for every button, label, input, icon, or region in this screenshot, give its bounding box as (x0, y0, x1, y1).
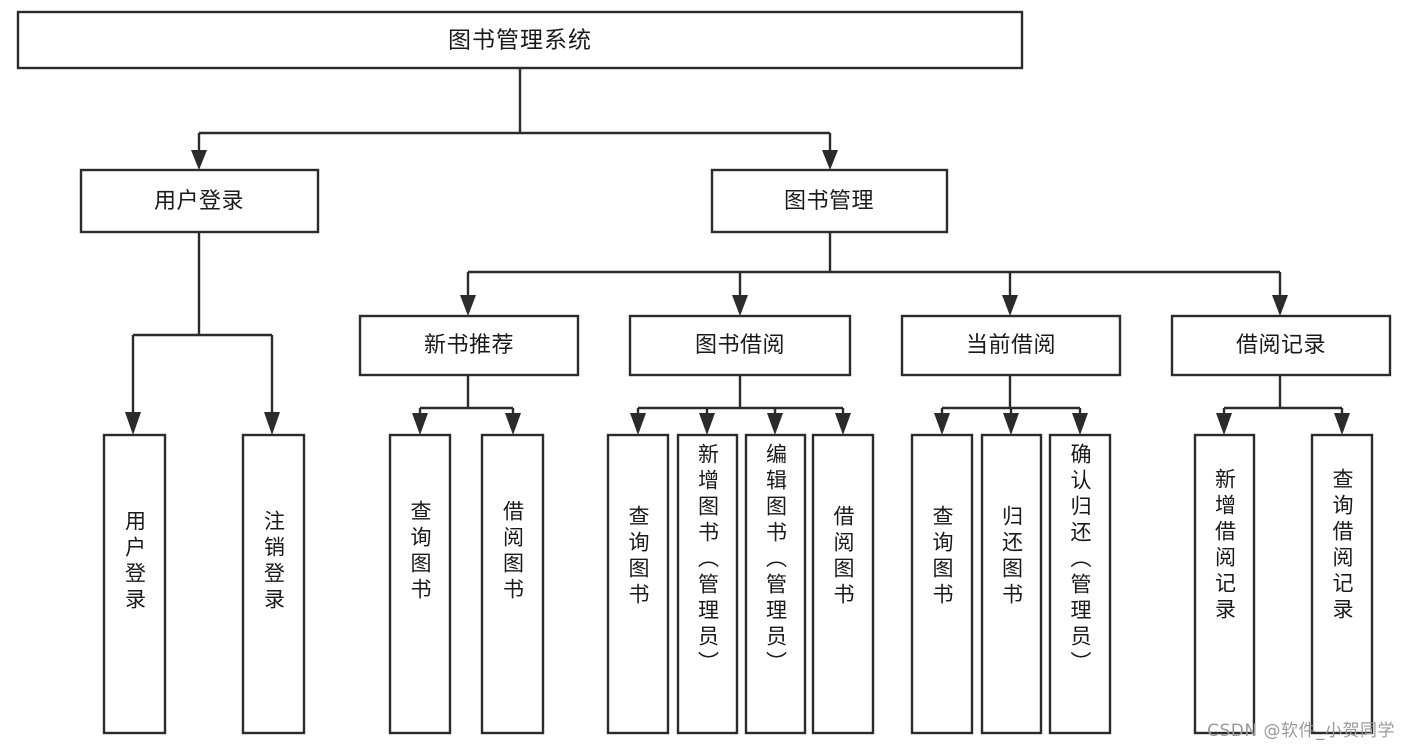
node-leaf-edit-book-box[interactable] (744, 433, 807, 735)
arrowhead-leaf-borrow-book-1 (505, 413, 521, 435)
node-book-manage-label: 图书管理 (784, 189, 874, 214)
node-leaf-return-book-box[interactable] (980, 433, 1043, 735)
arrowhead-book-borrow (732, 295, 748, 316)
node-book-manage[interactable]: 图书管理 (710, 168, 949, 234)
arrowhead-current-borrow (1002, 295, 1018, 316)
csdn-watermark: CSDN @软件_小贺同学 (1207, 721, 1395, 741)
node-leaf-borrow-book-2-box[interactable] (811, 433, 875, 735)
arrowhead-borrow-record (1272, 295, 1288, 316)
node-book-borrow[interactable]: 图书借阅 (628, 314, 852, 377)
arrowhead-leaf-confirm-return (1072, 413, 1088, 435)
node-user-login[interactable]: 用户登录 (79, 168, 320, 234)
node-leaf-query-book-2-box[interactable] (606, 433, 670, 735)
arrowhead-leaf-user-logout (264, 412, 280, 435)
node-root[interactable]: 图书管理系统 (16, 10, 1024, 70)
node-leaf-query-record-box[interactable] (1310, 433, 1374, 735)
node-new-book-recommend[interactable]: 新书推荐 (358, 314, 580, 377)
arrowhead-leaf-user-login (125, 412, 141, 435)
node-book-borrow-label: 图书借阅 (695, 333, 785, 358)
arrowhead-leaf-query-record (1334, 413, 1350, 435)
node-borrow-record[interactable]: 借阅记录 (1170, 314, 1392, 377)
arrowhead-new-book-recommend (460, 295, 476, 316)
arrowhead-leaf-add-record (1216, 413, 1232, 435)
node-leaf-query-book-1-box[interactable] (388, 433, 452, 735)
arrowhead-leaf-edit-book (767, 413, 783, 435)
node-current-borrow[interactable]: 当前借阅 (900, 314, 1122, 377)
node-root-label: 图书管理系统 (448, 28, 592, 54)
node-leaf-user-logout-box[interactable] (241, 433, 306, 735)
arrowhead-leaf-query-book-2 (630, 413, 646, 435)
arrowhead-leaf-add-book (699, 413, 715, 435)
node-user-login-label: 用户登录 (154, 189, 244, 214)
node-user-login-box[interactable] (79, 168, 320, 234)
leaf-box-group (102, 433, 1374, 735)
node-leaf-user-login-box[interactable] (102, 433, 167, 735)
node-borrow-record-label: 借阅记录 (1236, 333, 1326, 358)
node-new-book-recommend-label: 新书推荐 (424, 333, 514, 358)
node-current-borrow-box[interactable] (900, 314, 1122, 377)
arrowhead-user-login (191, 150, 207, 170)
node-leaf-add-record-box[interactable] (1193, 433, 1256, 735)
node-book-manage-box[interactable] (710, 168, 949, 234)
node-book-borrow-box[interactable] (628, 314, 852, 377)
arrowhead-book-manage (822, 150, 838, 170)
node-leaf-borrow-book-1-box[interactable] (480, 433, 545, 735)
node-leaf-query-book-3-box[interactable] (910, 433, 974, 735)
node-borrow-record-box[interactable] (1170, 314, 1392, 377)
arrowhead-leaf-query-book-1 (412, 413, 428, 435)
node-current-borrow-label: 当前借阅 (966, 333, 1056, 358)
arrowhead-leaf-return-book (1003, 413, 1019, 435)
node-leaf-confirm-return-box[interactable] (1048, 433, 1112, 735)
arrowhead-leaf-borrow-book-2 (835, 413, 851, 435)
arrowhead-leaf-query-book-3 (934, 413, 950, 435)
node-new-book-recommend-box[interactable] (358, 314, 580, 377)
node-root-box[interactable] (16, 10, 1024, 70)
connector-group (125, 68, 1350, 435)
node-leaf-add-book-box[interactable] (676, 433, 739, 735)
